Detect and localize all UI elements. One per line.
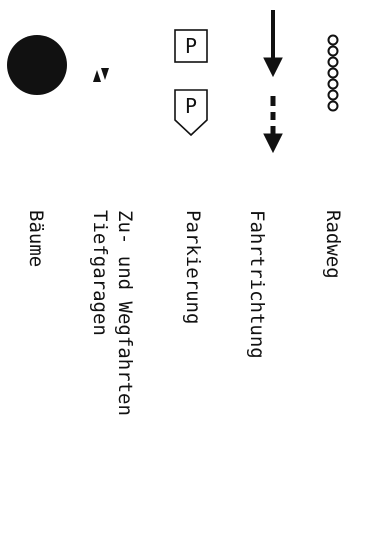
legend-label-radweg: Radweg [322,210,344,279]
garage-ramp-arrows-icon [93,68,109,82]
legend-row-baeume: Bäume [1,0,71,542]
legend-row-fahrtrichtung: Fahrtrichtung [227,0,287,542]
legend-label-zu-wegfahrten: Zu- und Wegfahrten [114,210,136,416]
legend-label-baeume: Bäume [25,210,47,268]
parking-p-icon: P P [174,29,208,137]
tree-dot-icon [7,35,67,95]
svg-text:P: P [185,94,197,118]
svg-text:P: P [185,34,197,58]
legend-row-radweg: Radweg [303,0,363,542]
bicycle-path-circles-icon [327,34,339,112]
legend-label-parkierung: Parkierung [182,210,204,325]
direction-arrows-icon [263,10,283,154]
legend-row-parkierung: P P Parkierung [163,0,223,542]
legend-row-tiefgaragen: Zu- und Wegfahrten Tiefgaragen [79,0,149,542]
legend-label-tiefgaragen: Tiefgaragen [89,210,111,336]
legend-label-fahrtrichtung: Fahrtrichtung [246,210,268,359]
